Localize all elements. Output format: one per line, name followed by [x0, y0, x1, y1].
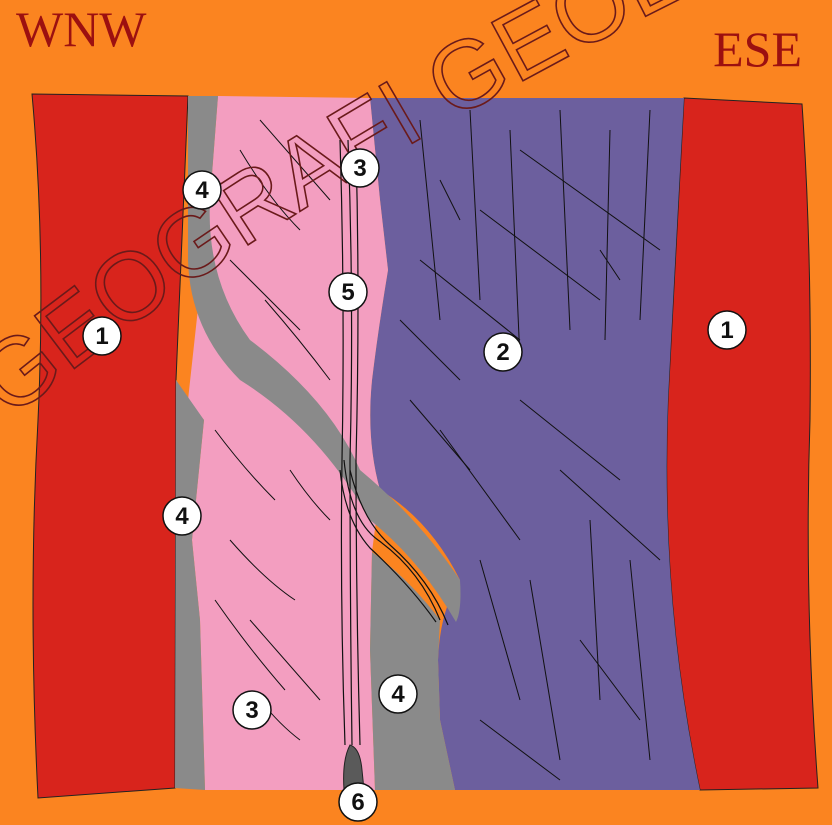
badge-unit-4-top: 4	[183, 171, 221, 209]
badge-unit-3-top: 3	[341, 149, 379, 187]
badge-unit-4-left: 4	[163, 497, 201, 535]
badge-unit-4-bottom: 4	[379, 675, 417, 713]
badge-unit-6: 6	[339, 783, 377, 821]
badge-unit-5: 5	[329, 273, 367, 311]
badge-unit-1-right: 1	[708, 311, 746, 349]
badge-unit-1-left: 1	[83, 317, 121, 355]
badge-unit-3-bottom: 3	[233, 691, 271, 729]
badge-unit-1-left-label: 1	[95, 323, 108, 350]
badge-unit-5-label: 5	[341, 279, 354, 306]
badge-unit-4-left-label: 4	[175, 503, 189, 530]
badge-unit-2: 2	[484, 333, 522, 371]
unit-1-right-block	[667, 98, 818, 790]
badge-unit-6-label: 6	[351, 789, 364, 816]
badge-unit-3-top-label: 3	[353, 155, 366, 182]
badge-unit-4-bottom-label: 4	[391, 681, 405, 708]
badge-unit-1-right-label: 1	[720, 317, 733, 344]
badge-unit-3-bottom-label: 3	[245, 697, 258, 724]
badge-unit-4-top-label: 4	[195, 177, 209, 204]
badge-unit-2-label: 2	[496, 339, 509, 366]
